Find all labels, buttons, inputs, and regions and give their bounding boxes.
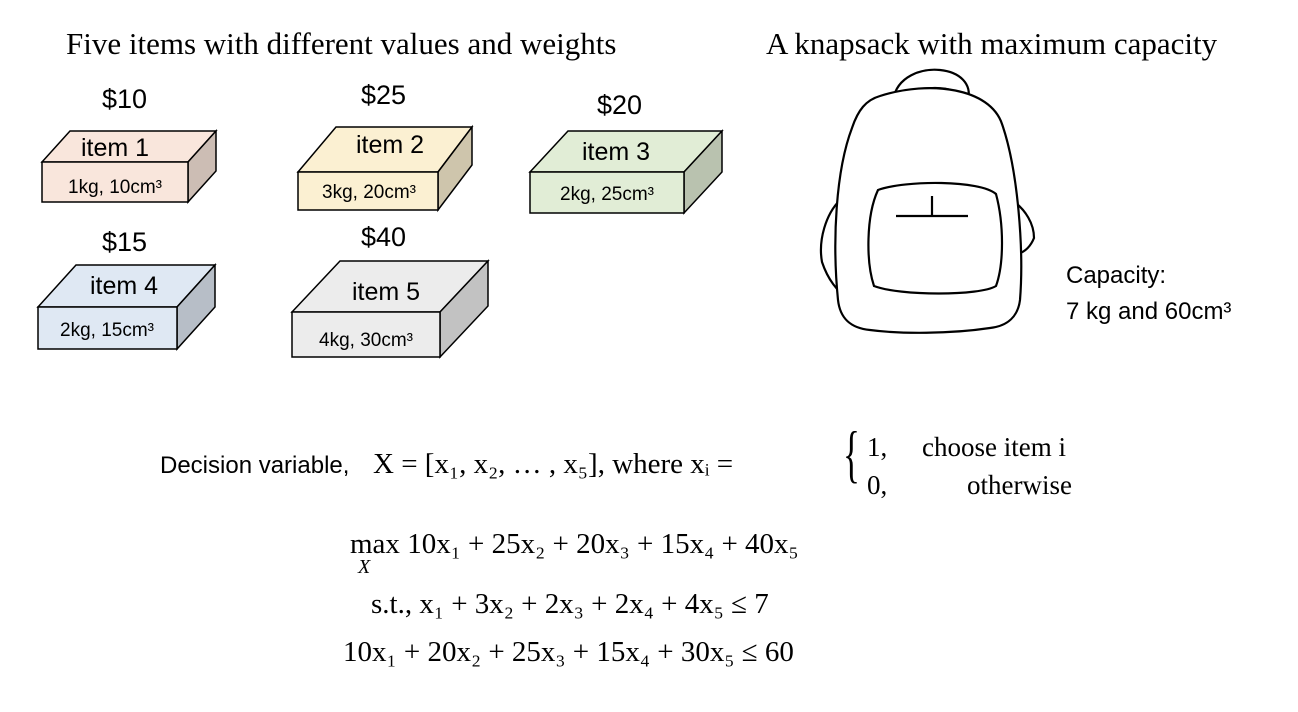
backpack-illustration [819, 68, 1036, 334]
capacity-value: 7 kg and 60cm³ [1066, 298, 1232, 325]
objective-expression: 10x₁ + 25x₂ + 20x₃ + 15x₄ + 40x₅ [407, 528, 799, 560]
item-2-box: item 2 3kg, 20cm³ [296, 124, 474, 213]
item-3-box: item 3 2kg, 25cm³ [528, 129, 724, 215]
case-zero-value: 0, [867, 470, 888, 500]
item-4-price: $15 [102, 227, 148, 257]
cases-brace: { [843, 418, 860, 489]
decision-vector: X = [x₁, x₂, … , x₅], where xᵢ = [373, 448, 734, 480]
case-zero-text: otherwise [967, 470, 1072, 500]
volume-constraint: 10x₁ + 20x₂ + 25x₃ + 15x₄ + 30x₅ ≤ 60 [343, 636, 794, 668]
item-3-spec: 2kg, 25cm³ [560, 184, 654, 205]
weight-constraint: s.t., x₁ + 3x₂ + 2x₃ + 2x₄ + 4x₅ ≤ 7 [371, 588, 769, 620]
case-one-value: 1, [867, 432, 888, 462]
item-3-price: $20 [597, 90, 643, 120]
objective-line: max X 10x₁ + 25x₂ + 20x₃ + 15x₄ + 40x₅ [350, 528, 799, 578]
item-4-box: item 4 2kg, 15cm³ [36, 263, 217, 351]
item-4-name: item 4 [90, 272, 158, 300]
items-heading: Five items with different values and wei… [66, 26, 617, 61]
knapsack-heading: A knapsack with maximum capacity [766, 26, 1218, 61]
max-under: X [358, 556, 371, 578]
item-5-price: $40 [361, 222, 407, 252]
max-operator-text: max [350, 528, 400, 560]
item-3-name: item 3 [582, 138, 650, 166]
item-2-price: $25 [361, 80, 407, 110]
backpack-front-pocket [867, 181, 1004, 295]
item-1-price: $10 [102, 84, 148, 114]
item-5-box: item 5 4kg, 30cm³ [290, 259, 490, 359]
item-2-spec: 3kg, 20cm³ [322, 182, 416, 203]
item-4-spec: 2kg, 15cm³ [60, 320, 154, 341]
item-1-name: item 1 [81, 134, 149, 162]
item-1-box: item 1 1kg, 10cm³ [40, 129, 218, 204]
item-2-name: item 2 [356, 131, 424, 159]
max-operator: max X [350, 528, 400, 578]
decision-lead: Decision variable, [160, 452, 350, 479]
item-5-name: item 5 [352, 278, 420, 306]
case-one-text: choose item i [922, 432, 1066, 462]
item-5-spec: 4kg, 30cm³ [319, 330, 413, 351]
item-1-spec: 1kg, 10cm³ [68, 177, 162, 198]
capacity-label: Capacity: [1066, 262, 1167, 289]
